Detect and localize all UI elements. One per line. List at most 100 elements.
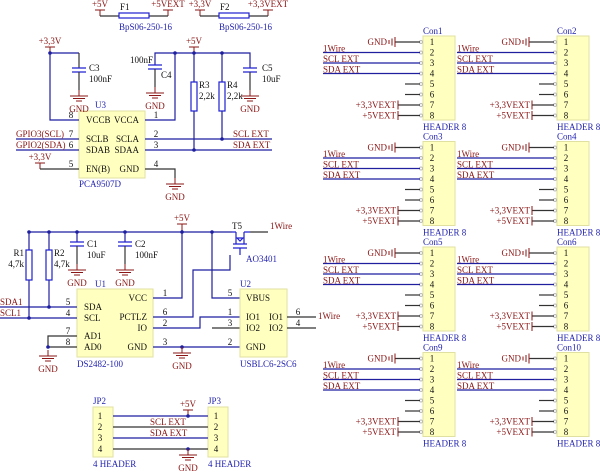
pin-label: VCC — [128, 293, 147, 303]
pin-label: AD0 — [84, 342, 102, 352]
pin-label: SDA — [84, 302, 103, 312]
pin-number: 6 — [430, 90, 435, 100]
net-label-1wire: 1Wire — [323, 149, 345, 159]
net-label-1wire: 1Wire — [323, 360, 345, 370]
net-label-sda-ext: SDA EXT — [233, 140, 271, 150]
pin-number: 1 — [430, 354, 435, 364]
pin-number: 2 — [430, 364, 435, 374]
connector-body — [556, 246, 590, 332]
capacitor-ref: C4 — [161, 70, 172, 80]
power-symbol — [35, 162, 45, 169]
t5-ref: T5 — [232, 221, 242, 231]
pin-number: 5 — [564, 396, 569, 406]
u2-part: USBLC6-2SC6 — [240, 359, 297, 369]
pin-label: SCLA — [116, 134, 140, 144]
pin-number: 7 — [564, 100, 569, 110]
fuse-value: BpS06-250-16 — [219, 22, 273, 32]
pin-number: 5 — [430, 396, 435, 406]
connector-body — [422, 35, 456, 121]
pin-number: 3 — [228, 318, 233, 328]
pin-label: SCLB — [86, 134, 109, 144]
net-label-1wire: 1Wire — [457, 255, 479, 265]
net-label-3v3ext: +3,3VEXT — [356, 100, 397, 110]
net-label-5vext: +5VEXT — [362, 322, 396, 332]
ground-label: GND — [38, 364, 58, 374]
ground-label: GND — [115, 278, 135, 288]
pin-number: 4 — [564, 174, 569, 184]
pin-number: 4 — [564, 69, 569, 79]
resistor-ref: R4 — [227, 80, 238, 90]
capacitor — [118, 241, 132, 247]
resistor — [45, 249, 53, 281]
power-symbol — [177, 223, 187, 230]
u2-body — [239, 288, 288, 358]
pin-number: 2 — [214, 422, 219, 432]
connector-part: HEADER 8 — [557, 439, 600, 449]
power-symbol — [163, 9, 173, 16]
ground-symbol — [388, 353, 396, 364]
power-label: +5V — [174, 213, 191, 223]
pin-number: 7 — [564, 206, 569, 216]
ground-symbol — [146, 87, 164, 99]
pin-number: 3 — [430, 269, 435, 279]
connector-part: HEADER 8 — [423, 333, 467, 343]
u2-ref: U2 — [240, 279, 251, 289]
fuse-ref: F1 — [120, 2, 130, 12]
net-label-1wire: 1Wire — [323, 44, 345, 54]
net-label-scl-ext: SCL EXT — [457, 265, 493, 275]
pin-number: 4 — [564, 385, 569, 395]
net-label-gnd: GND — [368, 143, 388, 153]
net-label-3v3ext: +3,3VEXT — [490, 311, 531, 321]
resistor-ref: R3 — [199, 80, 210, 90]
connector-ref: Con5 — [423, 237, 443, 247]
ground-symbol — [388, 142, 396, 153]
pin-number: 6 — [69, 140, 74, 150]
pin-number: 2 — [564, 364, 569, 374]
net-label-gnd: GND — [368, 248, 388, 258]
pin-number: 7 — [69, 129, 74, 139]
pin-number: 7 — [430, 417, 435, 427]
wire — [211, 232, 240, 299]
pin-number: 5 — [69, 159, 74, 169]
ground-symbol — [388, 37, 396, 47]
fuse — [218, 12, 250, 19]
pin-number: 4 — [296, 318, 301, 328]
connector-part: HEADER 8 — [557, 228, 600, 238]
pin-number: 6 — [564, 90, 569, 100]
pin-number: 6 — [430, 195, 435, 205]
jp3-part: 4 HEADER — [208, 459, 251, 469]
resistor — [25, 249, 33, 281]
pin-number: 6 — [430, 301, 435, 311]
resistor-value: 2,2k — [227, 91, 243, 101]
connector-body — [556, 141, 590, 226]
net-label-sda-ext: SDA EXT — [457, 170, 495, 180]
pin-number: 1 — [228, 307, 233, 317]
pin-number: 4 — [430, 69, 435, 79]
u3-ref: U3 — [95, 100, 106, 110]
net-label-1wire: 1Wire — [457, 360, 479, 370]
wire — [49, 52, 79, 121]
net-label-5vext: +5VEXT — [362, 111, 396, 121]
pin-number: 5 — [564, 79, 569, 89]
net-label-scl-ext: SCL EXT — [323, 265, 359, 275]
ground-label: GND — [67, 278, 87, 288]
pin-number: 2 — [564, 48, 569, 58]
net-label-5vext: +5VEXT — [496, 216, 530, 226]
pin-number: 4 — [154, 159, 159, 169]
pin-number: 5 — [430, 79, 435, 89]
net-label-scl-ext: SCL EXT — [457, 54, 493, 64]
jp2-part: 4 HEADER — [93, 459, 136, 469]
net-label-3v3ext: +3,3VEXT — [490, 417, 531, 427]
pin-number: 2 — [98, 422, 103, 432]
connector-body — [422, 352, 456, 437]
power-label: +3,3V — [29, 152, 52, 162]
pin-label: IO2 — [269, 323, 283, 333]
pin-number: 8 — [430, 111, 435, 121]
ground-symbol — [70, 90, 88, 102]
connector-ref: Con3 — [423, 132, 443, 142]
ground-label: GND — [240, 104, 260, 114]
ground-label: GND — [145, 101, 165, 111]
pin-label: SCL — [84, 313, 101, 323]
pin-label: VCCB — [86, 115, 111, 125]
